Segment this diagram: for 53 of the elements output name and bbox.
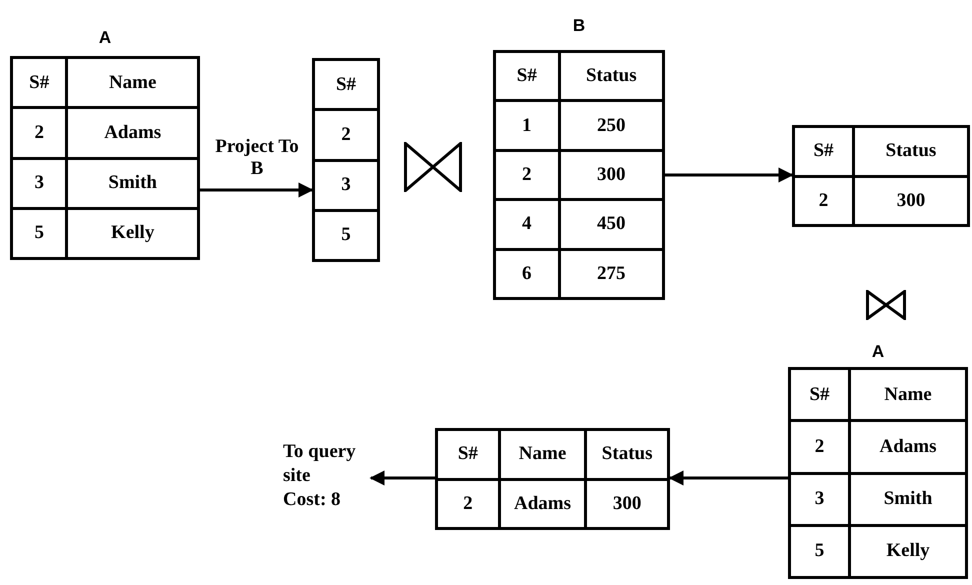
table-cell: Status [854,128,967,174]
table-cell: 5 [791,526,848,576]
table-cell: 2 [791,422,848,472]
table-cell: 2 [13,109,66,156]
table-cell: Name [500,431,584,478]
table-cell: 250 [560,102,662,149]
table-cell: Name [68,59,197,106]
table-cell: S# [13,59,66,106]
table-cell: Adams [68,109,197,156]
table-cell: 2 [496,152,558,198]
note-text: To query site [283,440,357,488]
table-name: A [870,343,886,361]
table-cell: 5 [13,210,66,257]
table-cell: 275 [560,250,662,297]
table-cell: S# [438,431,498,478]
table-cell: 3 [315,162,377,209]
table-cell: 2 [315,111,377,158]
table-cell: Smith [68,160,197,207]
table-cell: 2 [795,178,852,224]
table-cell: 450 [560,201,662,248]
table-cell: Smith [851,474,965,524]
note-text: Cost: 8 [283,488,342,512]
table-name: B [572,15,586,37]
table-cell: 300 [854,178,967,224]
table-cell: 4 [496,201,558,248]
table-cell: Status [587,431,667,478]
table-cell: S# [791,370,848,420]
relation-table [788,343,968,579]
table-cell: 2 [438,480,498,527]
table-cell: 300 [560,152,662,198]
table-name: A [98,27,112,49]
arrow [665,168,794,182]
table-cell: S# [315,61,377,108]
relation-table [435,428,670,530]
table-cell: 300 [587,480,667,527]
table-cell: S# [795,128,852,174]
table-cell: 1 [496,102,558,149]
table-cell: S# [496,53,558,100]
table-cell: 6 [496,250,558,297]
table-cell: Status [560,53,662,100]
table-cell: Kelly [851,526,965,576]
table-cell: Kelly [68,210,197,257]
arrow [668,470,788,486]
table-cell: 3 [791,474,848,524]
table-cell: 5 [315,212,377,259]
table-cell: Adams [851,422,965,472]
relation-table [792,125,970,227]
table-cell: 3 [13,160,66,207]
arrow [200,182,314,198]
arrow [370,470,435,486]
table-cell: Adams [500,480,584,527]
table-cell: Name [851,370,965,420]
relation-table [312,58,380,262]
